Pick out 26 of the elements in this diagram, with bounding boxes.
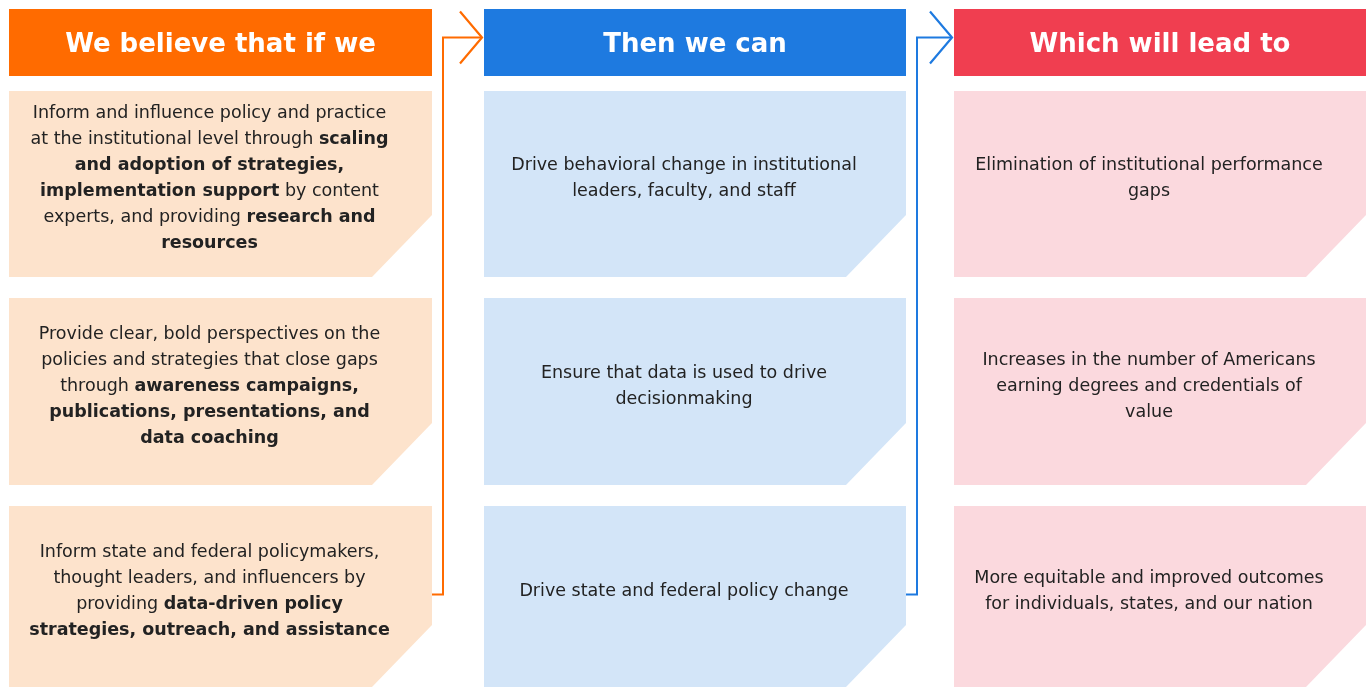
statement-card [484,298,906,485]
column-header [9,9,432,76]
statement-card [954,506,1366,687]
statement-text: Inform state and federal policymakers, thought leaders, and influencers by providing data-driven policy strategies, outreach, and assistance [28,539,391,641]
statement-text: Elimination of institutional performance gaps [974,153,1324,202]
header-title: Then we can [603,27,787,58]
statement-card [954,91,1366,277]
statement-card [954,298,1366,485]
column-header [484,9,906,76]
column-header [954,9,1366,76]
statement-card [484,91,906,277]
statement-card [9,91,432,277]
statement-text: More equitable and improved outcomes for individuals, states, and our nation [973,565,1325,615]
statement-card [9,298,432,485]
header-title: We believe that if we [65,27,376,58]
statement-card [484,506,906,687]
connector-arrow [905,10,954,596]
statement-text: Inform and influence policy and practice at the institutional level through scaling and adoption of strategies, implementation support by content experts, and providing research and resources [29,101,390,254]
statement-text: Increases in the number of Americans earning degrees and credentials of value [981,347,1317,423]
connector-arrow [431,10,484,596]
statement-text: Drive behavioral change in institutional leaders, faculty, and staff [510,153,858,202]
header-title: Which will lead to [1029,27,1291,58]
statement-text: Ensure that data is used to drive decisionmaking [539,360,829,410]
statement-text: Provide clear, bold perspectives on the policies and strategies that close gaps through awareness campaigns, publications, presentations, and data coaching [37,321,382,449]
statement-card [9,506,432,687]
statement-text: Drive state and federal policy change [519,578,849,602]
